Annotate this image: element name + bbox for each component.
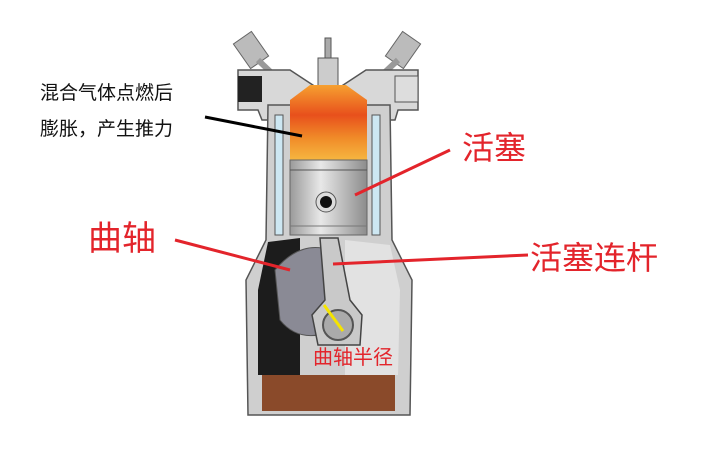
crankshaft-label: 曲轴	[88, 219, 156, 259]
crankshaft-pointer	[174, 238, 291, 272]
combustion-label-line2: 膨胀，产生推力	[40, 118, 174, 140]
oil-sump	[262, 375, 395, 411]
combustion-pointer	[204, 115, 303, 138]
spark-plug	[317, 37, 339, 87]
piston	[289, 159, 368, 236]
piston-label: 活塞	[462, 129, 527, 167]
crank-radius-label: 曲轴半径	[313, 345, 393, 369]
piston-pointer	[354, 148, 451, 197]
connecting-rod-pointer	[332, 253, 529, 266]
combustion-label-line1: 混合气体点燃后	[40, 82, 174, 104]
combustion-chamber	[290, 85, 367, 160]
crank-radius-line	[322, 304, 345, 332]
connecting-rod-label: 活塞连杆	[530, 239, 659, 277]
